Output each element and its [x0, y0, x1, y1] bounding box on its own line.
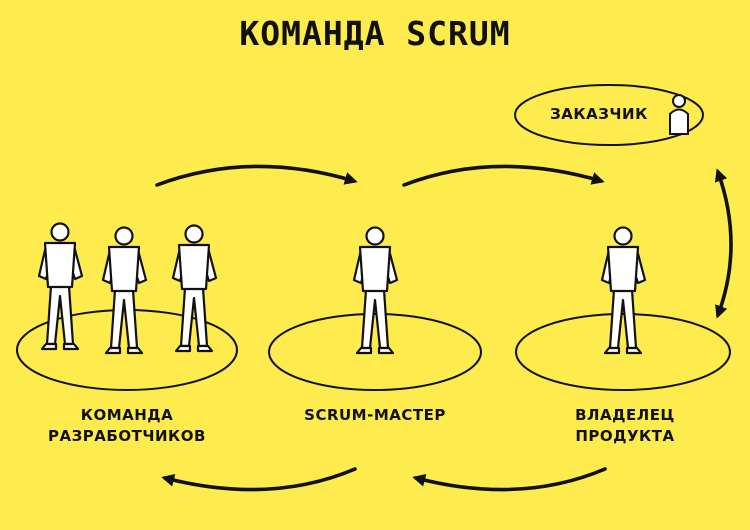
- scrum-master-platform: [268, 313, 482, 391]
- product-owner-person-icon: [600, 226, 647, 355]
- diagram-title: КОМАНДА SCRUM: [239, 14, 511, 53]
- developer-2-person-icon: [101, 226, 148, 355]
- scrum-master-label: SCRUM-МАСТЕР: [285, 405, 465, 426]
- dev-team-label-line1: КОМАНДА: [80, 406, 174, 424]
- product-owner-label-line1: ВЛАДЕЛЕЦ: [575, 406, 675, 424]
- product-owner-label: ВЛАДЕЛЕЦ ПРОДУКТА: [545, 405, 705, 447]
- developer-3-person-icon: [171, 224, 218, 353]
- product-owner-platform: [515, 313, 731, 391]
- product-owner-label-line2: ПРОДУКТА: [575, 427, 675, 445]
- arrow-owner-to-master: [412, 467, 607, 492]
- customer-label: ЗАКАЗЧИК: [550, 105, 648, 123]
- customer-person-icon: [669, 94, 689, 135]
- arrow-owner-customer: [714, 168, 733, 319]
- developer-1-person-icon: [37, 222, 84, 351]
- arrow-team-to-master: [155, 164, 358, 187]
- customer-node: [514, 84, 704, 146]
- arrow-master-to-owner: [402, 164, 605, 187]
- dev-team-label-line2: РАЗРАБОТЧИКОВ: [48, 427, 206, 445]
- dev-team-label: КОМАНДА РАЗРАБОТЧИКОВ: [22, 405, 232, 447]
- scrum-master-label-line1: SCRUM-МАСТЕР: [304, 406, 446, 424]
- arrow-master-to-team: [161, 467, 357, 492]
- scrum-master-person-icon: [352, 226, 399, 355]
